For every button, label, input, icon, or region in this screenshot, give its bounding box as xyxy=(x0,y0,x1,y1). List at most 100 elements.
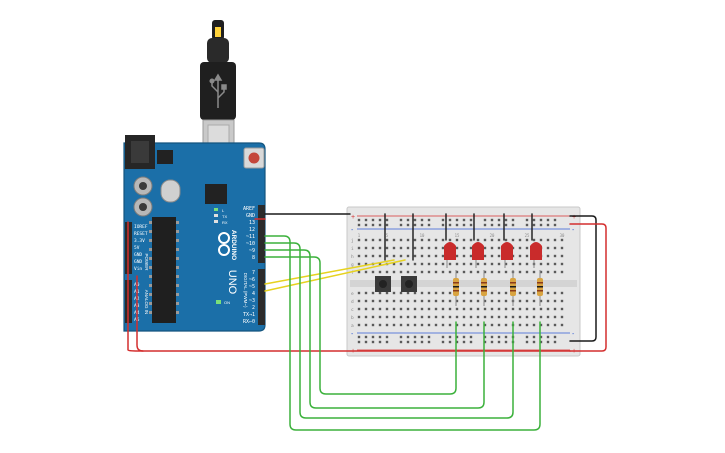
breadboard-hole[interactable] xyxy=(378,315,382,319)
breadboard-hole[interactable] xyxy=(511,307,515,311)
breadboard-hole[interactable] xyxy=(364,307,368,311)
breadboard-hole[interactable] xyxy=(392,270,396,274)
breadboard-hole[interactable] xyxy=(357,291,361,295)
breadboard-hole[interactable] xyxy=(532,291,536,295)
breadboard-rail-hole[interactable] xyxy=(371,218,375,222)
breadboard-hole[interactable] xyxy=(357,254,361,258)
breadboard-hole[interactable] xyxy=(546,262,550,266)
breadboard-hole[interactable] xyxy=(357,323,361,327)
breadboard-hole[interactable] xyxy=(462,323,466,327)
breadboard-hole[interactable] xyxy=(392,315,396,319)
breadboard-rail-hole[interactable] xyxy=(378,218,382,222)
breadboard-rail-hole[interactable] xyxy=(364,218,368,222)
resistor-4[interactable] xyxy=(537,270,543,306)
breadboard-hole[interactable] xyxy=(525,238,529,242)
breadboard-rail-hole[interactable] xyxy=(441,340,445,344)
breadboard-hole[interactable] xyxy=(560,291,564,295)
breadboard-hole[interactable] xyxy=(378,323,382,327)
wire-led-signal-3[interactable] xyxy=(264,249,485,409)
led-1[interactable] xyxy=(444,242,456,268)
breadboard-hole[interactable] xyxy=(420,323,424,327)
breadboard-hole[interactable] xyxy=(434,323,438,327)
breadboard-rail-hole[interactable] xyxy=(532,340,536,344)
breadboard-rail-hole[interactable] xyxy=(385,218,389,222)
breadboard-hole[interactable] xyxy=(448,299,452,303)
breadboard-hole[interactable] xyxy=(364,299,368,303)
breadboard-hole[interactable] xyxy=(497,246,501,250)
breadboard-hole[interactable] xyxy=(497,270,501,274)
breadboard-hole[interactable] xyxy=(413,270,417,274)
breadboard-rail-hole[interactable] xyxy=(532,218,536,222)
breadboard-hole[interactable] xyxy=(539,323,543,327)
breadboard-hole[interactable] xyxy=(539,238,543,242)
breadboard-hole[interactable] xyxy=(518,254,522,258)
breadboard-hole[interactable] xyxy=(462,254,466,258)
breadboard-hole[interactable] xyxy=(392,291,396,295)
breadboard-hole[interactable] xyxy=(483,315,487,319)
breadboard-rail-hole[interactable] xyxy=(462,218,466,222)
breadboard-hole[interactable] xyxy=(490,246,494,250)
breadboard-rail-hole[interactable] xyxy=(455,340,459,344)
breadboard-hole[interactable] xyxy=(483,299,487,303)
breadboard-hole[interactable] xyxy=(392,307,396,311)
breadboard-hole[interactable] xyxy=(434,246,438,250)
pushbutton-1[interactable] xyxy=(375,276,391,292)
breadboard-hole[interactable] xyxy=(406,262,410,266)
breadboard-rail-hole[interactable] xyxy=(455,223,459,227)
breadboard-rail-hole[interactable] xyxy=(406,340,410,344)
breadboard-hole[interactable] xyxy=(504,315,508,319)
breadboard-rail-hole[interactable] xyxy=(490,340,494,344)
breadboard-hole[interactable] xyxy=(469,254,473,258)
breadboard-hole[interactable] xyxy=(553,323,557,327)
breadboard-hole[interactable] xyxy=(371,323,375,327)
breadboard-hole[interactable] xyxy=(525,323,529,327)
breadboard-hole[interactable] xyxy=(427,323,431,327)
breadboard-hole[interactable] xyxy=(441,246,445,250)
breadboard-rail-hole[interactable] xyxy=(378,223,382,227)
breadboard-hole[interactable] xyxy=(378,291,382,295)
breadboard-hole[interactable] xyxy=(357,262,361,266)
breadboard-hole[interactable] xyxy=(420,238,424,242)
breadboard-rail-hole[interactable] xyxy=(511,218,515,222)
breadboard-hole[interactable] xyxy=(427,262,431,266)
breadboard-hole[interactable] xyxy=(357,246,361,250)
breadboard-rail-hole[interactable] xyxy=(448,340,452,344)
breadboard-hole[interactable] xyxy=(469,291,473,295)
breadboard-hole[interactable] xyxy=(455,254,459,258)
breadboard-hole[interactable] xyxy=(469,246,473,250)
breadboard-hole[interactable] xyxy=(364,270,368,274)
breadboard-hole[interactable] xyxy=(553,270,557,274)
breadboard-hole[interactable] xyxy=(532,323,536,327)
breadboard-hole[interactable] xyxy=(483,238,487,242)
breadboard-hole[interactable] xyxy=(546,315,550,319)
breadboard-hole[interactable] xyxy=(385,323,389,327)
breadboard-hole[interactable] xyxy=(406,291,410,295)
resistor-3[interactable] xyxy=(510,270,516,306)
breadboard-rail-hole[interactable] xyxy=(469,340,473,344)
breadboard-hole[interactable] xyxy=(476,315,480,319)
breadboard-rail-hole[interactable] xyxy=(511,223,515,227)
breadboard-hole[interactable] xyxy=(427,270,431,274)
breadboard-hole[interactable] xyxy=(399,262,403,266)
digital-header-top[interactable] xyxy=(258,205,265,263)
breadboard[interactable]: + - + - - + - + j i h g f e d c b a 1 5 … xyxy=(346,206,581,357)
breadboard-rail-hole[interactable] xyxy=(420,218,424,222)
breadboard-hole[interactable] xyxy=(469,315,473,319)
breadboard-rail-hole[interactable] xyxy=(539,223,543,227)
breadboard-hole[interactable] xyxy=(441,307,445,311)
breadboard-hole[interactable] xyxy=(378,246,382,250)
breadboard-hole[interactable] xyxy=(371,299,375,303)
breadboard-hole[interactable] xyxy=(546,238,550,242)
breadboard-hole[interactable] xyxy=(546,270,550,274)
breadboard-hole[interactable] xyxy=(511,238,515,242)
breadboard-hole[interactable] xyxy=(553,315,557,319)
breadboard-hole[interactable] xyxy=(525,291,529,295)
breadboard-hole[interactable] xyxy=(378,307,382,311)
breadboard-hole[interactable] xyxy=(455,270,459,274)
breadboard-rail-hole[interactable] xyxy=(462,340,466,344)
breadboard-hole[interactable] xyxy=(364,262,368,266)
breadboard-rail-hole[interactable] xyxy=(539,218,543,222)
breadboard-rail-hole[interactable] xyxy=(497,335,501,339)
breadboard-hole[interactable] xyxy=(427,238,431,242)
breadboard-rail-hole[interactable] xyxy=(504,218,508,222)
